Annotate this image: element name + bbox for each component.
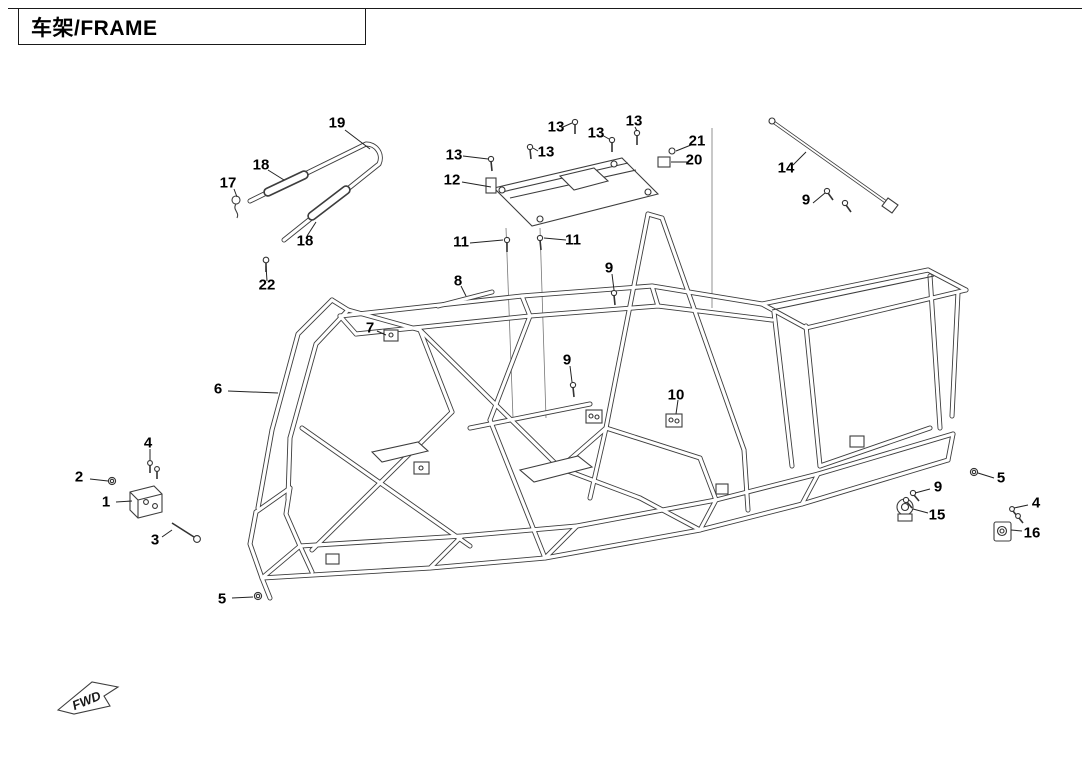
page-title: 车架/FRAME xyxy=(31,16,158,40)
fasteners xyxy=(107,118,1024,601)
frame-tubes xyxy=(247,141,969,601)
brackets-and-plates xyxy=(129,117,1012,565)
page-top-border xyxy=(8,8,1082,9)
title-box: 车架/FRAME xyxy=(18,8,366,45)
leader-lines xyxy=(89,122,1029,599)
handle-grips xyxy=(263,170,351,221)
reference-lines xyxy=(505,128,713,419)
support-rod xyxy=(770,119,895,209)
fwd-arrow: FWD xyxy=(56,681,120,715)
